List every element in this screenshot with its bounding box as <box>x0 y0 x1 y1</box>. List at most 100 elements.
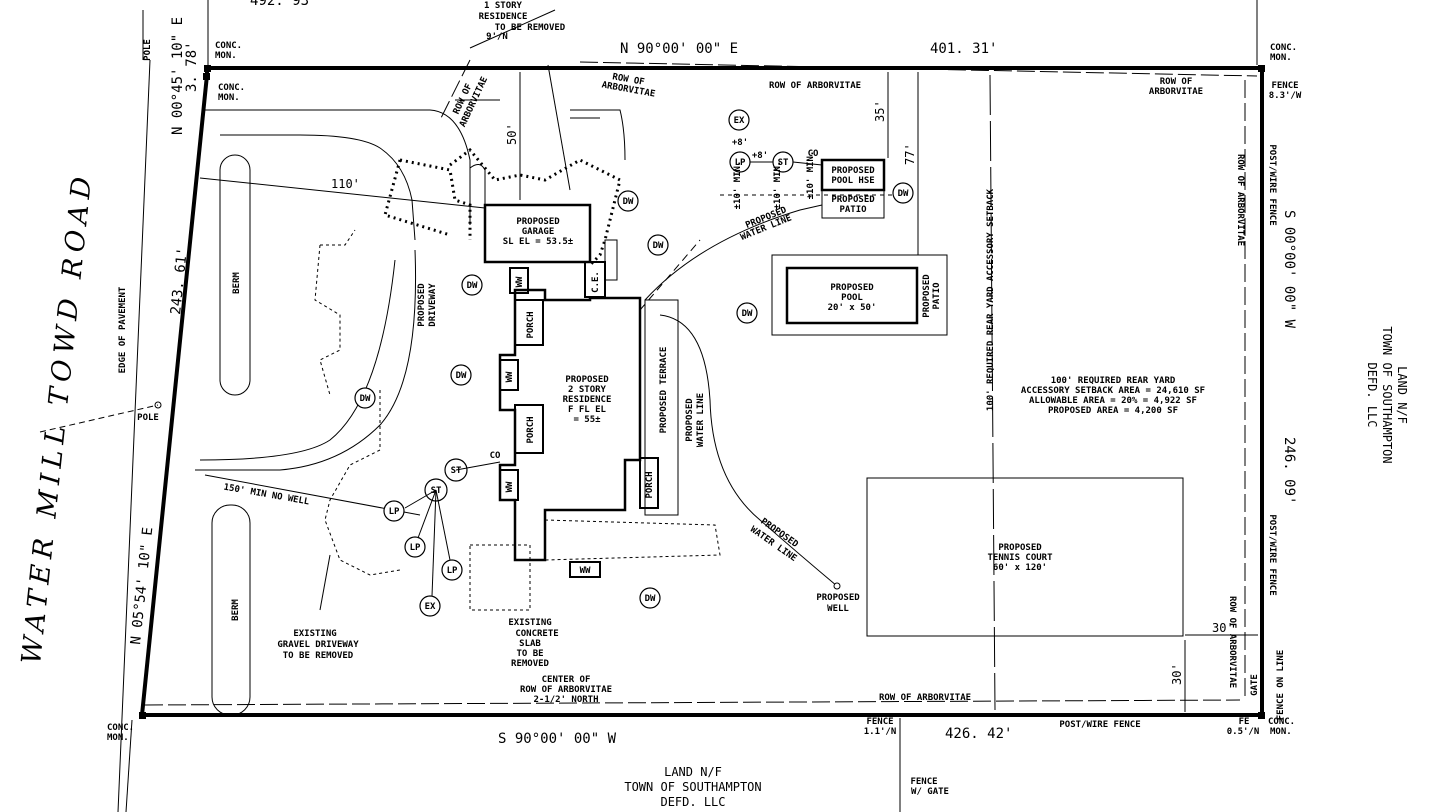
fence-gate-label: W/ GATE <box>911 787 949 797</box>
monuments <box>139 65 1265 719</box>
road-name: WATER MILL TOWD ROAD <box>16 170 99 666</box>
south-bearing: S 90°00' 00" W <box>498 731 617 747</box>
water-line-south <box>659 314 838 587</box>
arborvitae-label: ROW OF ARBORVITAE <box>769 81 861 91</box>
dw-symbol: DW <box>360 394 371 404</box>
tennis-label: TENNIS COURT <box>987 553 1053 563</box>
st-symbol: ST <box>451 466 462 476</box>
post-wire-fence-label: POST/WIRE FENCE <box>1267 514 1277 595</box>
setback-note: ALLOWABLE AREA = 20% = 4,922 SF <box>1029 396 1197 406</box>
co-label: CO <box>808 149 819 159</box>
porch-west <box>514 404 544 454</box>
residence-label: PROPOSED <box>565 375 609 385</box>
gate-label: GATE <box>1250 674 1260 696</box>
arborvitae-label: ROW OF ARBORVITAE <box>879 693 971 703</box>
fence-label: FENCE <box>1271 81 1298 91</box>
pool-label: PROPOSED <box>830 283 874 293</box>
sanitary-line <box>639 239 701 311</box>
slab-label: EXISTING <box>508 618 551 628</box>
driveway-edge <box>455 99 626 161</box>
neighbor-east: TOWN OF SOUTHAMPTON <box>1380 326 1394 463</box>
min10-label: ±10' MIN. <box>733 161 743 210</box>
lp-symbol: LP <box>447 566 458 576</box>
old-residence-label: 1 STORY <box>484 1 523 11</box>
slab-label: REMOVED <box>511 659 550 669</box>
symbol-circles <box>354 109 914 617</box>
dw-symbol: DW <box>467 281 478 291</box>
slab-label: SLAB <box>519 639 541 649</box>
mon-label: CONC. <box>107 723 134 733</box>
arborvitae-label: ROW OF ARBORVITAE <box>1235 154 1245 246</box>
east-distance: 246. 09' <box>1281 437 1297 504</box>
water-line-north <box>644 204 823 301</box>
co-label: CO <box>490 451 501 461</box>
pool-label: 20' x 50' <box>828 303 877 313</box>
old-residence-label: RESIDENCE <box>479 12 528 22</box>
residence-label: RESIDENCE <box>563 395 612 405</box>
tennis-court <box>866 477 1184 637</box>
mon-label: MON. <box>218 93 240 103</box>
dim-30: 30' <box>1170 663 1184 685</box>
existing-slab <box>469 519 721 611</box>
fence-label: FENCE <box>866 717 893 727</box>
setback-line-label: 100' REQUIRED REAR YARD ACCESSORY SETBAC… <box>986 188 996 411</box>
neighbor-south: TOWN OF SOUTHAMPTON <box>624 780 761 794</box>
dw-symbol: DW <box>742 309 753 319</box>
dw-symbol: DW <box>623 197 634 207</box>
lp-symbol: LP <box>389 507 400 517</box>
mon-label: CONC. <box>1270 43 1297 53</box>
st-symbol: ST <box>431 486 442 496</box>
west-top-bearing: N 00°45' 10" E <box>170 17 186 135</box>
east-bearing: S 00°00' 00" W <box>1281 210 1297 329</box>
pole-label: POLE <box>143 39 153 61</box>
berm-south <box>211 504 251 716</box>
dim-110: 110' <box>331 177 360 191</box>
terrace-label: PROPOSED TERRACE <box>659 347 669 434</box>
water-line-label: WATER LINE <box>696 393 706 447</box>
dw-symbol: DW <box>645 594 656 604</box>
st-symbol: ST <box>778 158 789 168</box>
porch-label: PORCH <box>526 311 536 338</box>
stair <box>604 239 618 281</box>
dw-symbol: DW <box>898 189 909 199</box>
arborvitae-label: ARBORVITAE <box>1149 87 1203 97</box>
ww-2 <box>499 359 519 391</box>
dimension-lines <box>199 9 1258 712</box>
neighbor-east: LAND N/F <box>1395 366 1409 424</box>
edge-of-pavement-line <box>117 59 151 812</box>
arborvitae-label: ROW OF <box>1160 77 1193 87</box>
fence-label: 0.5'/N <box>1227 727 1260 737</box>
pole-label: POLE <box>137 413 159 423</box>
setback-note: ACCESSORY SETBACK AREA = 24,610 SF <box>1021 386 1205 396</box>
south-extension <box>125 719 133 812</box>
setback-note: PROPOSED AREA = 4,200 SF <box>1048 406 1178 416</box>
residence-outline <box>498 288 642 562</box>
pool-house-patio <box>821 189 885 219</box>
ww-label: WW <box>505 371 515 382</box>
pool-patio-label: PATIO <box>932 282 942 310</box>
well-label: PROPOSED <box>816 593 860 603</box>
post-wire-fence-label: POST/WIRE FENCE <box>1059 720 1140 730</box>
berm-label: BERM <box>232 272 242 294</box>
septic-lines <box>404 161 823 597</box>
garage-label: PROPOSED <box>516 217 560 227</box>
gravel-label: GRAVEL DRIVEWAY <box>277 640 359 650</box>
porch-label: PORCH <box>645 471 655 498</box>
mon-label: MON. <box>1270 727 1292 737</box>
patio-label: PROPOSED <box>831 195 875 205</box>
porch-label: PORCH <box>526 416 536 443</box>
center-label: CENTER OF <box>542 675 591 685</box>
berm-label: BERM <box>231 599 241 621</box>
north-distance: 401. 31' <box>930 41 997 57</box>
min10-label: ±10' MIN. <box>773 161 783 210</box>
ww-label: WW <box>580 566 591 576</box>
patio-label: PATIO <box>839 205 867 215</box>
dim-35: 35' <box>873 100 887 122</box>
ww-3 <box>499 469 519 501</box>
ww-label: WW <box>515 276 525 287</box>
dim-30: 30' <box>1212 621 1234 635</box>
mon-label: CONC. <box>218 83 245 93</box>
mon-label: MON. <box>1270 53 1292 63</box>
tennis-label: 60' x 120' <box>993 563 1047 573</box>
